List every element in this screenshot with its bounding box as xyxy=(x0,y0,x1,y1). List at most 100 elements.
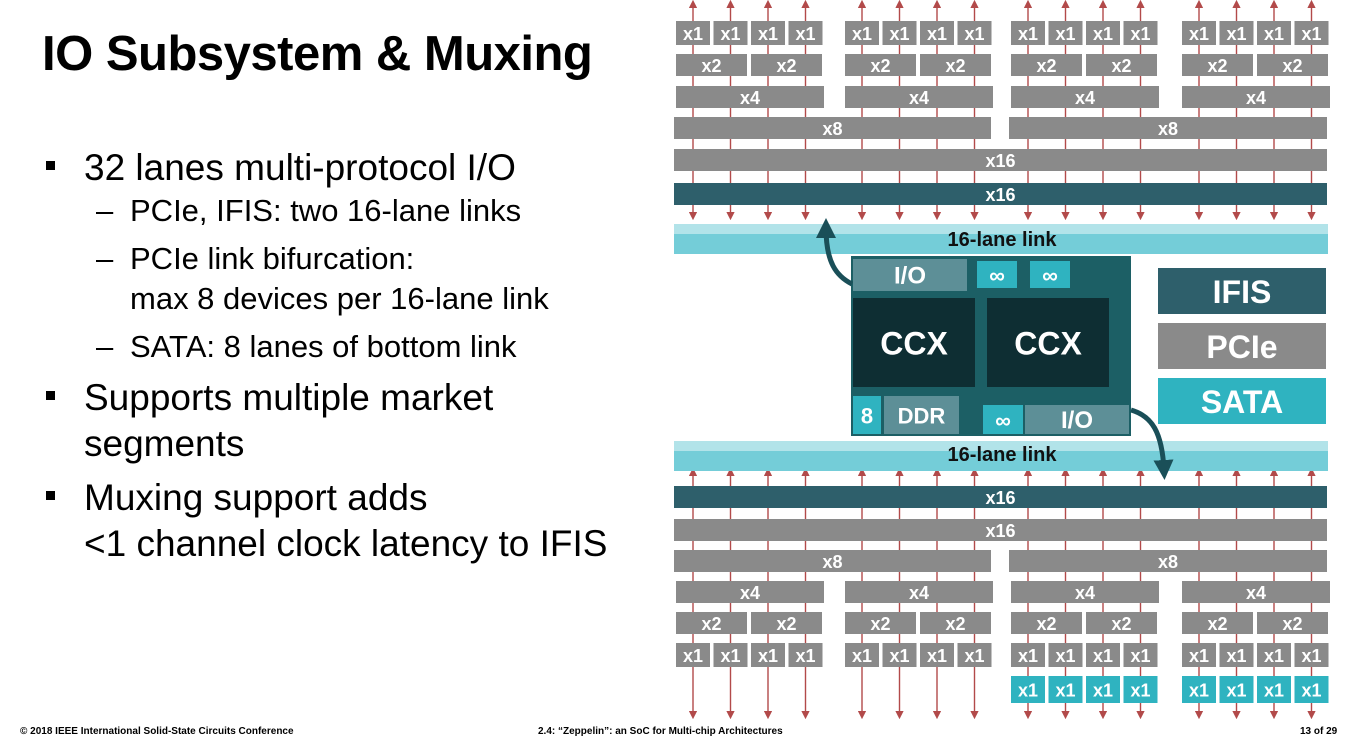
x16-ifis-box-label: x16 xyxy=(985,185,1015,205)
x1-sata-box-label: x1 xyxy=(1301,681,1321,701)
x2-lane-box-label: x2 xyxy=(945,56,965,76)
x1-sata-box-label: x1 xyxy=(1226,681,1246,701)
top-link-band-highlight xyxy=(674,224,1328,234)
bullet-square-icon xyxy=(46,491,55,500)
x1-lane-box-label: x1 xyxy=(1130,646,1150,666)
sub-bullet-item: – PCIe link bifurcation: max 8 devices p… xyxy=(46,239,666,319)
x1-lane-box-label: x1 xyxy=(1226,646,1246,666)
x4-lane-box-label: x4 xyxy=(1075,88,1095,108)
x8-lane-box xyxy=(1009,550,1327,572)
x1-lane-box xyxy=(845,643,879,667)
die-io-block-top-label: I/O xyxy=(894,263,926,290)
x1-lane-box xyxy=(1011,643,1045,667)
x1-sata-box-label: x1 xyxy=(1055,681,1075,701)
x1-lane-box xyxy=(1123,643,1158,667)
x2-lane-box-label: x2 xyxy=(1282,614,1302,634)
bullet-square-icon xyxy=(46,391,55,400)
sub-bullet-item: – SATA: 8 lanes of bottom link xyxy=(46,327,666,367)
x16-pcie-box xyxy=(674,149,1327,171)
x2-lane-box-label: x2 xyxy=(701,56,721,76)
x16-ifis-box xyxy=(674,486,1327,508)
x4-lane-box xyxy=(845,86,993,108)
x1-lane-box xyxy=(1182,21,1216,45)
x1-lane-box-label: x1 xyxy=(852,646,872,666)
ccx-core-complex-label: CCX xyxy=(880,326,948,362)
x1-lane-box xyxy=(1011,21,1045,45)
x2-lane-box-label: x2 xyxy=(1036,614,1056,634)
x1-lane-box-label: x1 xyxy=(795,646,815,666)
bullet-square-icon xyxy=(46,161,55,170)
x4-lane-box-label: x4 xyxy=(909,583,929,603)
legend-pcie-label: PCIe xyxy=(1206,329,1277,365)
x1-sata-box xyxy=(1123,676,1158,703)
bullet-text: <1 channel clock latency to IFIS xyxy=(84,523,608,564)
bullet-text: Muxing support adds xyxy=(84,477,428,518)
x1-lane-box-label: x1 xyxy=(1055,646,1075,666)
x2-lane-box xyxy=(845,612,916,634)
x8-lane-box xyxy=(1009,117,1327,139)
top-link-band xyxy=(674,224,1328,254)
ccx-core-complex xyxy=(987,298,1109,387)
x1-sata-box xyxy=(1257,676,1291,703)
bottom-link-label: 16-lane link xyxy=(948,444,1058,466)
x2-lane-box xyxy=(1086,612,1157,634)
x2-lane-box-label: x2 xyxy=(945,614,965,634)
die-io-block-bottom-label: I/O xyxy=(1061,407,1093,434)
x1-lane-box xyxy=(1182,643,1216,667)
x4-lane-box-label: x4 xyxy=(1246,88,1266,108)
x2-lane-box xyxy=(845,54,916,76)
x1-lane-box-label: x1 xyxy=(1264,24,1284,44)
x1-sata-box-label: x1 xyxy=(1018,681,1038,701)
x1-sata-box-label: x1 xyxy=(1189,681,1209,701)
x1-lane-box-label: x1 xyxy=(683,646,703,666)
x2-lane-box xyxy=(1182,612,1253,634)
x4-lane-box-label: x4 xyxy=(740,583,760,603)
die-ddr-block-label: DDR xyxy=(898,404,946,429)
x2-lane-box-label: x2 xyxy=(870,614,890,634)
x16-pcie-box-label: x16 xyxy=(985,521,1015,541)
footer-paper-title: 2.4: “Zeppelin”: an SoC for Multi-chip A… xyxy=(538,726,783,737)
x16-ifis-box xyxy=(674,183,1327,205)
x1-lane-box-label: x1 xyxy=(1301,24,1321,44)
ddr-channel-icon-label: 8 xyxy=(861,404,873,429)
x2-lane-box xyxy=(1182,54,1253,76)
x1-sata-box-label: x1 xyxy=(1093,681,1113,701)
x2-lane-box-label: x2 xyxy=(1111,614,1131,634)
bullet-text: segments xyxy=(84,423,245,464)
x4-lane-box xyxy=(845,581,993,603)
ccx-core-complex xyxy=(853,298,975,387)
x1-lane-box-label: x1 xyxy=(758,646,778,666)
x1-lane-box xyxy=(845,21,879,45)
x1-lane-box-label: x1 xyxy=(964,24,984,44)
x2-lane-box-label: x2 xyxy=(776,56,796,76)
x1-lane-box xyxy=(1219,643,1254,667)
x8-lane-box xyxy=(674,550,991,572)
x4-lane-box xyxy=(1182,581,1330,603)
x1-lane-box xyxy=(920,643,954,667)
x2-lane-box-label: x2 xyxy=(701,614,721,634)
x1-lane-box-label: x1 xyxy=(1189,646,1209,666)
top-io-to-link-arrow xyxy=(816,218,854,287)
x1-lane-box-label: x1 xyxy=(1189,24,1209,44)
x2-lane-box-label: x2 xyxy=(1282,56,1302,76)
x16-ifis-box-label: x16 xyxy=(985,488,1015,508)
x1-lane-box xyxy=(1086,21,1120,45)
x1-lane-box-label: x1 xyxy=(927,646,947,666)
x4-lane-box xyxy=(1011,86,1159,108)
sub-bullet-text: PCIe, IFIS: two 16-lane links xyxy=(130,193,522,228)
x1-lane-box-label: x1 xyxy=(795,24,815,44)
legend-pcie xyxy=(1158,323,1326,369)
x1-lane-box xyxy=(1294,21,1329,45)
x1-lane-box xyxy=(788,643,823,667)
x2-lane-box xyxy=(751,612,822,634)
x1-lane-box-label: x1 xyxy=(720,646,740,666)
x2-lane-box xyxy=(1257,54,1328,76)
x1-lane-box xyxy=(1123,21,1158,45)
sub-bullet-text: max 8 devices per 16-lane link xyxy=(130,281,549,316)
x2-lane-box xyxy=(1011,54,1082,76)
x4-lane-box xyxy=(676,86,824,108)
x1-lane-box xyxy=(713,643,748,667)
x1-sata-box xyxy=(1219,676,1254,703)
bottom-io-to-link-arrow xyxy=(1130,407,1174,480)
x2-lane-box-label: x2 xyxy=(1207,614,1227,634)
